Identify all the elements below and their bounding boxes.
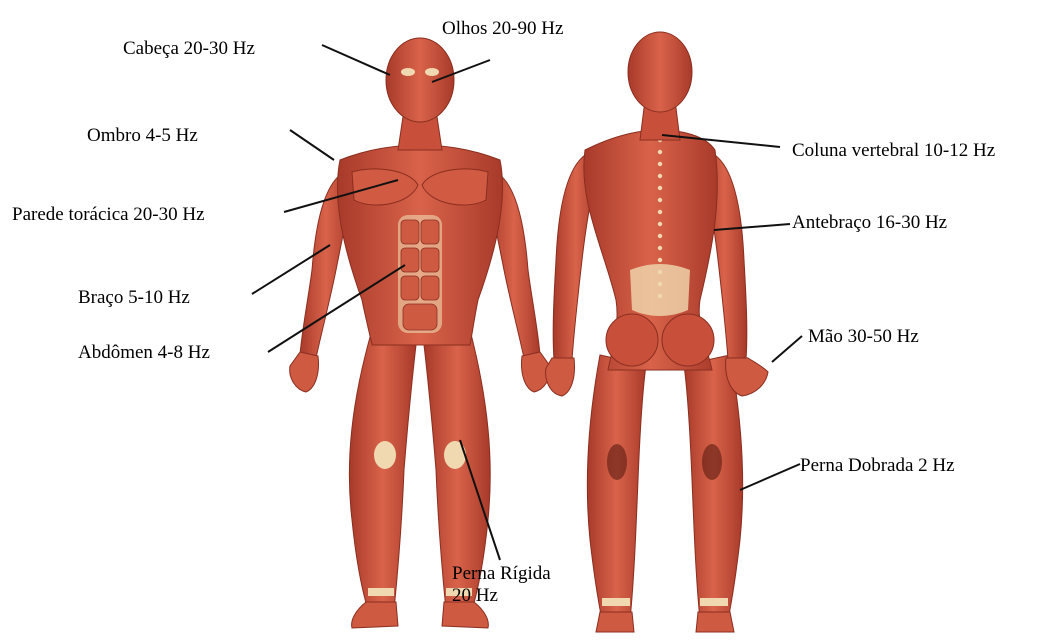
back-left-hand (546, 358, 575, 396)
back-left-leg (587, 355, 646, 620)
label-rigid-leg: Perna Rígida 20 Hz (452, 563, 551, 607)
leader-line-bent-leg (740, 464, 800, 490)
label-arm: Braço 5-10 Hz (78, 287, 190, 309)
front-left-leg (349, 330, 416, 610)
front-body-figure (290, 38, 551, 628)
leader-line-hand (772, 336, 802, 362)
label-rigid-leg-frequency: 20 Hz (452, 585, 551, 607)
label-shoulder: Ombro 4-5 Hz (87, 125, 198, 147)
leader-line-shoulder (290, 130, 334, 160)
back-right-leg (684, 355, 743, 620)
front-head (386, 38, 454, 122)
label-chest-wall: Parede torácica 20-30 Hz (12, 204, 205, 226)
label-hand: Mão 30-50 Hz (808, 326, 919, 348)
label-rigid-leg-name: Perna Rígida (452, 563, 551, 585)
back-body-figure (546, 32, 768, 632)
front-left-foot (352, 602, 398, 628)
label-eyes: Olhos 20-90 Hz (442, 18, 563, 40)
label-abdomen: Abdômen 4-8 Hz (78, 342, 210, 364)
label-head: Cabeça 20-30 Hz (123, 38, 255, 60)
label-bent-leg: Perna Dobrada 2 Hz (800, 455, 955, 477)
back-head (628, 32, 692, 112)
leader-line-head (322, 45, 390, 75)
front-left-hand (290, 352, 319, 392)
label-spine: Coluna vertebral 10-12 Hz (792, 140, 995, 162)
label-forearm: Antebraço 16-30 Hz (792, 212, 947, 234)
